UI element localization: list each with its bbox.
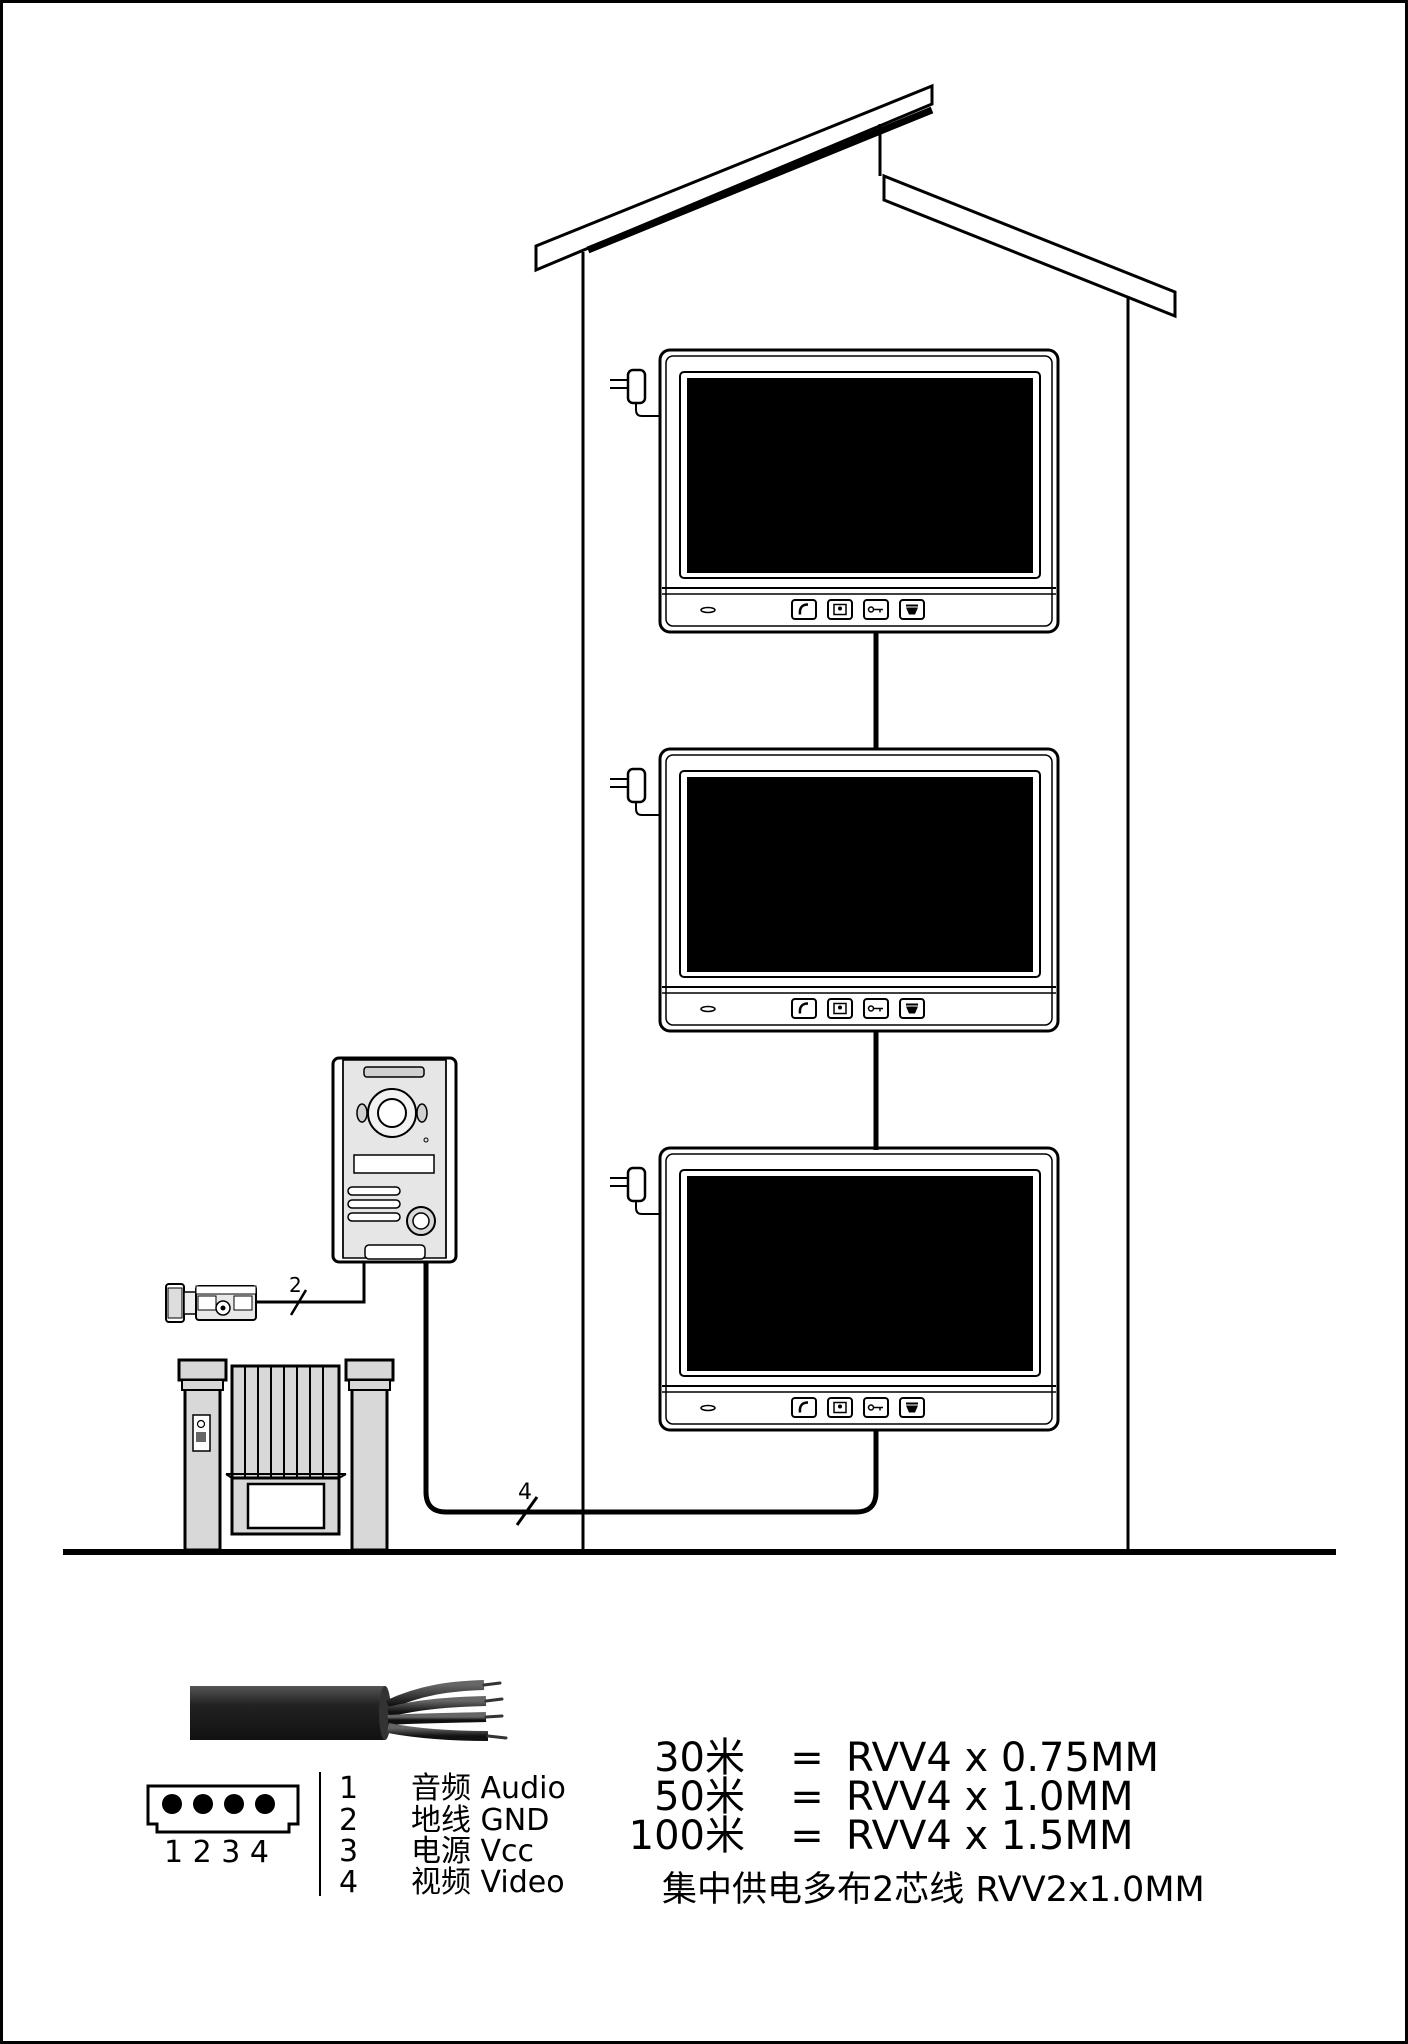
pin-legend-name: 电源 Vcc [411, 1834, 534, 1869]
pin-legend-num: 3 [339, 1834, 358, 1869]
camera-dome-icon [899, 599, 925, 620]
cable-jacket [190, 1686, 385, 1740]
wire-2 [386, 1696, 487, 1717]
outdoor-doorbell-panel [331, 1056, 458, 1264]
name-plate [353, 1154, 435, 1174]
phone-icon [791, 1397, 817, 1418]
microphone-icon [700, 1404, 716, 1412]
indoor-monitor [610, 348, 1060, 634]
ir-led-right-icon [416, 1103, 428, 1123]
microphone-icon [700, 606, 716, 614]
spec-distance: 50米 [654, 1774, 745, 1820]
pin-legend-num: 4 [339, 1865, 358, 1900]
wire-1 [385, 1680, 485, 1710]
power-adapter-icon [610, 767, 660, 816]
pin-legend-name: 地线 GND [411, 1803, 549, 1838]
connector: 1 2 3 4 [146, 1784, 300, 1870]
phone-icon [791, 998, 817, 1019]
roof-left [534, 83, 934, 273]
pin-legend-num: 2 [339, 1803, 358, 1838]
house [534, 83, 1177, 1550]
power-adapter-icon [610, 368, 660, 417]
monitor-screen [687, 378, 1033, 573]
spec-cable: RVV4 x 0.75MM [846, 1735, 1159, 1781]
monitor-view-icon [827, 1397, 853, 1418]
pin-legend-name: 视频 Video [411, 1865, 565, 1900]
ir-led-left-icon [356, 1103, 368, 1123]
pin-legend-num: 1 [339, 1771, 358, 1806]
indoor-monitors [610, 348, 1060, 1432]
lock-cable [256, 1262, 366, 1304]
gate-panel [246, 1482, 326, 1530]
gate [177, 1358, 395, 1552]
connector-pin-numbers: 1 2 3 4 [164, 1835, 269, 1870]
indoor-monitor [610, 747, 1060, 1033]
main-cable-slash [515, 1496, 539, 1526]
spec-cable: RVV4 x 1.0MM [846, 1774, 1134, 1820]
wire-3 [387, 1712, 487, 1725]
wire-4 [387, 1723, 489, 1741]
cable-illustration [190, 1680, 508, 1741]
lock-cable-wire-count: 2 [289, 1273, 302, 1297]
key-unlock-icon [863, 998, 889, 1019]
pin-legend-name: 音频 Audio [411, 1771, 566, 1806]
connector-pin-2-icon [193, 1794, 213, 1814]
monitor-view-icon [827, 998, 853, 1019]
power-adapter-icon [610, 1166, 660, 1215]
spec-equals: = [790, 1774, 824, 1820]
connector-pin-3-icon [224, 1794, 244, 1814]
connector-pin-1-icon [162, 1794, 182, 1814]
spec-distance: 30米 [654, 1735, 745, 1781]
key-unlock-icon [863, 599, 889, 620]
pin-legend: 1 音频 Audio 2 地线 GND 3 电源 Vcc 4 视频 Video [339, 1771, 566, 1900]
connector-pin-4-icon [255, 1794, 275, 1814]
camera-dome-icon [899, 998, 925, 1019]
monitor-screen [687, 777, 1033, 972]
key-unlock-icon [863, 1397, 889, 1418]
power-note: 集中供电多布2芯线 RVV2x1.0MM [662, 1870, 1205, 1910]
phone-icon [791, 599, 817, 620]
electric-lock [165, 1283, 257, 1323]
speaker-grille [347, 1186, 401, 1196]
monitor-screen [687, 1176, 1033, 1371]
monitor-view-icon [827, 599, 853, 620]
indoor-monitor [610, 1146, 1060, 1432]
spec-equals: = [790, 1735, 824, 1781]
spec-equals: = [790, 1813, 824, 1859]
cable-specs: 30米 = RVV4 x 0.75MM 50米 = RVV4 x 1.0MM 1… [629, 1735, 1159, 1859]
main-cable [423, 1262, 879, 1515]
spec-cable: RVV4 x 1.5MM [846, 1813, 1134, 1859]
microphone-icon [700, 1005, 716, 1013]
main-cable-wire-count: 4 [518, 1480, 532, 1505]
lock-cable-slash [289, 1289, 308, 1316]
spec-distance: 100米 [629, 1813, 745, 1859]
camera-dome-icon [899, 1397, 925, 1418]
roof-right [882, 173, 1177, 319]
